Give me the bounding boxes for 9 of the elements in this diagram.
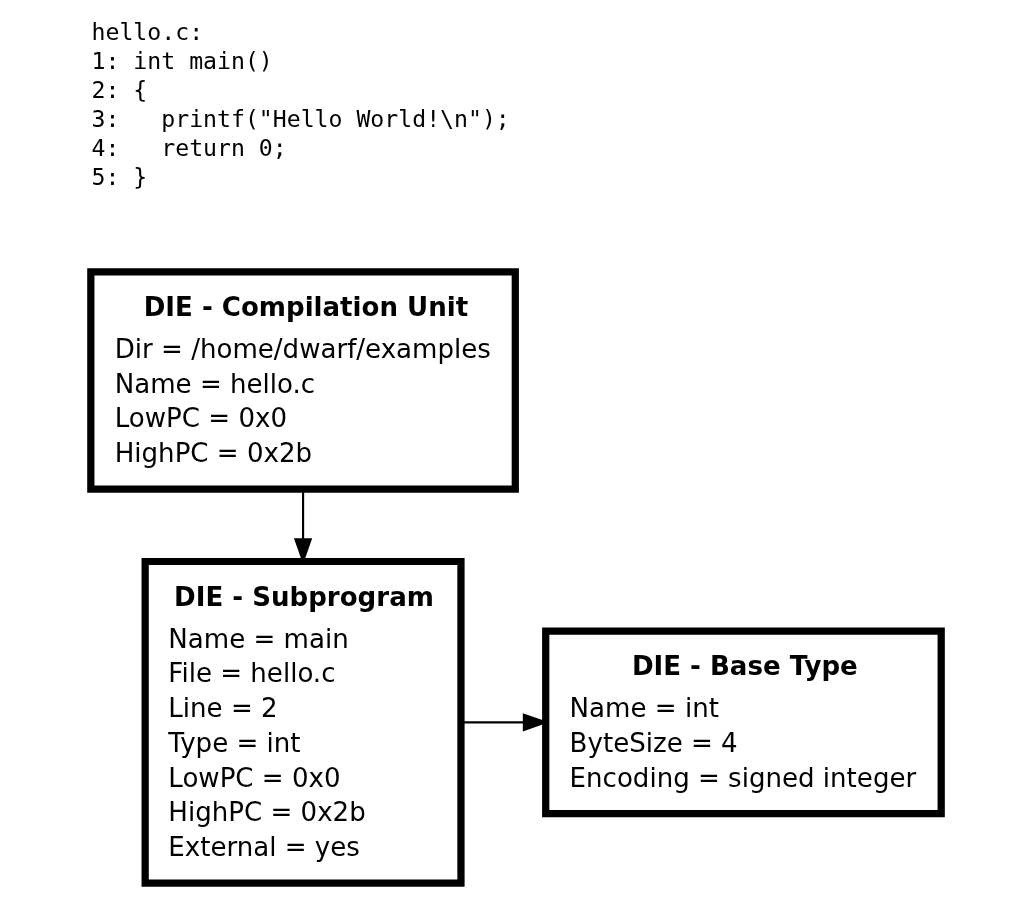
- node-box: DIE - Compilation Unit Dir = /home/dwarf/examples Name = hello.c LowPC = 0x0 HighPC = 0x2b: [86, 268, 519, 493]
- label: hello.c:: [91, 17, 203, 45]
- node-box: DIE - Subprogram Name = main File = hello.c Line = 2 Type = int LowPC = 0x0 HighPC = 0x2b External = yes: [141, 557, 465, 887]
- node-box: DIE - Base Type Name = int ByteSize = 4 Encoding = signed integer: [541, 627, 945, 818]
- label: 3: printf("Hello World!\n");: [91, 104, 510, 132]
- label: 4: return 0;: [91, 133, 287, 161]
- label: 1: int main(): [91, 46, 273, 74]
- label: 2: {: [91, 75, 147, 103]
- label: 5: }: [91, 162, 147, 190]
